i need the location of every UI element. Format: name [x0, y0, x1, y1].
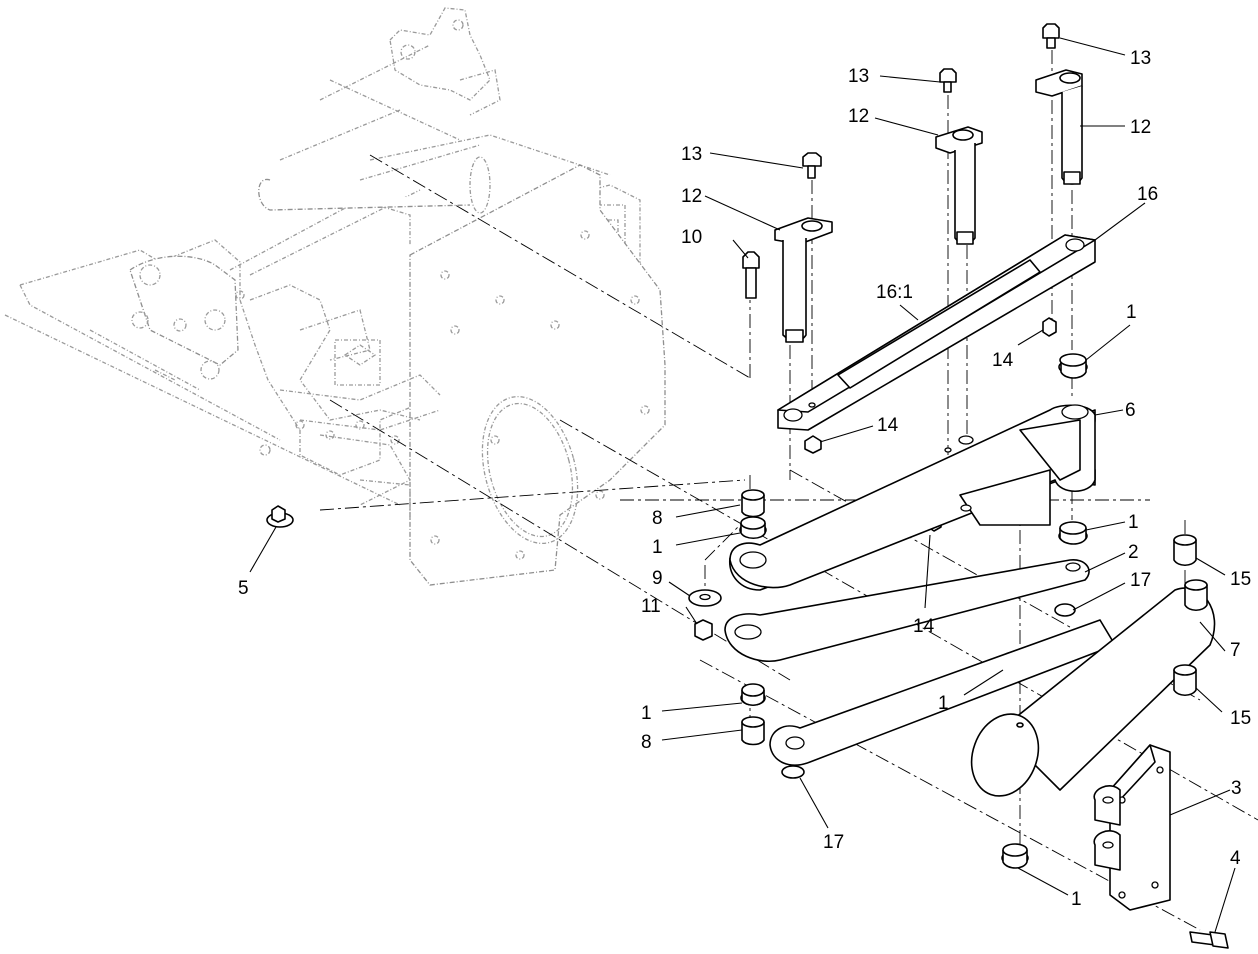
- callout-8: 8: [652, 508, 663, 529]
- callout-15: 15: [1230, 708, 1251, 729]
- callout-7: 7: [1230, 640, 1241, 661]
- part-10-bolt: [742, 251, 760, 299]
- frame-ghost: [4, 7, 666, 586]
- callout-10: 10: [681, 227, 702, 248]
- part-16-link-bar: [777, 234, 1096, 431]
- part-11-nut: [694, 619, 713, 641]
- callout-5: 5: [238, 578, 249, 599]
- callout-3: 3: [1231, 778, 1242, 799]
- callout-16: 16: [1137, 184, 1158, 205]
- part-12-pin-middle: [935, 126, 983, 245]
- part-12-pin-left: [774, 217, 833, 343]
- callout-14: 14: [992, 350, 1014, 371]
- callout-17: 17: [823, 832, 844, 853]
- callout-13: 13: [681, 144, 702, 165]
- part-7-cylinder: [970, 587, 1216, 797]
- part-4-bolt: [1189, 931, 1229, 949]
- callout-12: 12: [1130, 117, 1151, 138]
- callout-11: 11: [641, 596, 661, 617]
- callout-8: 8: [641, 732, 652, 753]
- callout-1: 1: [938, 693, 949, 714]
- callout-14: 14: [877, 415, 899, 436]
- callout-13: 13: [1130, 48, 1151, 69]
- callout-labels: 13 13 13 12 12 12 16 10 16:1 1 14 6 14 8…: [238, 48, 1251, 910]
- callout-1: 1: [641, 703, 652, 724]
- callout-6: 6: [1125, 400, 1136, 421]
- callout-1: 1: [1126, 302, 1137, 323]
- callout-14: 14: [913, 616, 935, 637]
- callout-9: 9: [652, 568, 663, 589]
- lower-arm: [769, 619, 1116, 766]
- part-9-washer: [688, 589, 722, 607]
- callout-2: 2: [1128, 542, 1139, 563]
- callout-16-1: 16:1: [876, 282, 913, 303]
- part-17-retaining-rings: [781, 603, 1076, 779]
- callout-1: 1: [1128, 512, 1139, 533]
- part-5-flange-nut: [266, 505, 294, 528]
- callout-1: 1: [652, 537, 663, 558]
- part-8-spacers: [741, 489, 765, 746]
- part-12-pin-right: [1035, 69, 1083, 185]
- callout-17: 17: [1130, 570, 1151, 591]
- part-3-mount-bracket: [1093, 744, 1171, 911]
- part-6-arm-assembly: [729, 404, 1096, 591]
- part-2-lower-link: [724, 559, 1090, 662]
- leader-lines: [249, 37, 1236, 933]
- callout-13: 13: [848, 66, 869, 87]
- callout-1: 1: [1071, 889, 1082, 910]
- callout-12: 12: [681, 186, 702, 207]
- callout-12: 12: [848, 106, 869, 127]
- callout-15: 15: [1230, 569, 1251, 590]
- part-15-spacers: [1173, 534, 1208, 697]
- part-1-bushings: [739, 353, 1088, 869]
- callout-4: 4: [1230, 848, 1241, 869]
- part-13-screws: [802, 23, 1060, 179]
